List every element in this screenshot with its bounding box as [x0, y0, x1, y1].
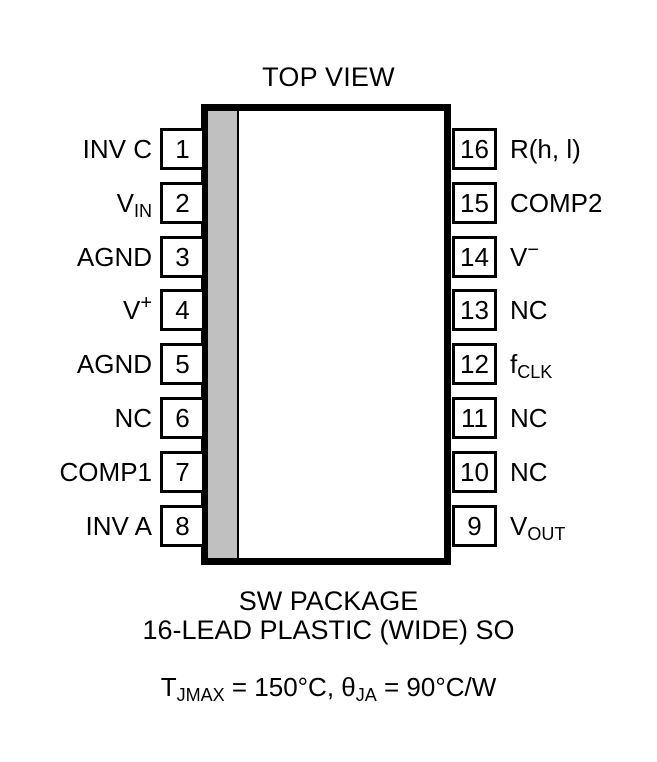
pin-box-9[interactable]: 9: [452, 505, 497, 547]
pin-label-2-subscript: IN: [134, 201, 152, 221]
ic-package-body: [201, 104, 451, 565]
pin-row-9: 9 VOUT: [452, 505, 657, 547]
pin-label-6: NC: [114, 403, 152, 433]
pin-row-6: NC 6: [0, 397, 205, 439]
pin-box-5[interactable]: 5: [160, 343, 205, 385]
pin-row-13: 13 NC: [452, 289, 657, 331]
pin-label-11: NC: [510, 403, 548, 433]
pin-row-3: AGND 3: [0, 236, 205, 278]
pin-row-7: COMP1 7: [0, 451, 205, 493]
pin-box-7[interactable]: 7: [160, 451, 205, 493]
pin-row-2: VIN 2: [0, 182, 205, 224]
pin-row-8: INV A 8: [0, 505, 205, 547]
pin-label-2-main: V: [116, 188, 134, 218]
pin-label-1: INV C: [82, 134, 152, 164]
page-title: TOP VIEW: [262, 62, 395, 92]
pin-label-14-main: V: [510, 242, 528, 272]
pin-label-15: COMP2: [510, 188, 603, 218]
thermal-tj-symbol: T: [160, 672, 177, 702]
pin-box-3[interactable]: 3: [160, 236, 205, 278]
pin-label-4-superscript: +: [140, 292, 152, 314]
pin-label-14-superscript: −: [527, 239, 540, 261]
pin-box-4[interactable]: 4: [160, 289, 205, 331]
pin-box-14[interactable]: 14: [452, 236, 497, 278]
pin-row-1: INV C 1: [0, 128, 205, 170]
pin-label-9: VOUT: [510, 505, 565, 547]
pin-label-12-subscript: CLK: [517, 362, 553, 382]
caption-package-description: 16-LEAD PLASTIC (WIDE) SO: [142, 615, 515, 645]
pin-label-5: AGND: [76, 349, 152, 379]
pin-label-2: VIN: [117, 182, 152, 224]
pin-row-16: 16 R(h, l): [452, 128, 657, 170]
pin-row-4: V+ 4: [0, 289, 205, 331]
caption-package-name: SW PACKAGE: [238, 586, 419, 616]
thermal-theta-value: = 90°C/W: [376, 672, 497, 702]
pin-label-12: fCLK: [510, 343, 552, 385]
thermal-tj-value: = 150°C,: [224, 672, 342, 702]
pin-label-3: AGND: [76, 242, 152, 272]
pin-label-8: INV A: [85, 511, 152, 541]
pin-row-12: 12 fCLK: [452, 343, 657, 385]
pin-label-9-subscript: OUT: [527, 524, 566, 544]
pin-box-1[interactable]: 1: [160, 128, 205, 170]
pin-box-8[interactable]: 8: [160, 505, 205, 547]
pin-box-2[interactable]: 2: [160, 182, 205, 224]
pin-row-5: AGND 5: [0, 343, 205, 385]
pin-label-4-main: V: [122, 295, 141, 325]
pin-label-14: V−: [510, 236, 539, 278]
pin-label-9-main: V: [510, 511, 528, 541]
pin-label-7: COMP1: [59, 457, 152, 487]
thermal-theta-symbol: θ: [341, 672, 356, 702]
thermal-tj-subscript: JMAX: [176, 685, 225, 705]
pin-label-4: V+: [123, 289, 152, 331]
pin-row-10: 10 NC: [452, 451, 657, 493]
pin-label-13: NC: [510, 295, 548, 325]
pin-box-13[interactable]: 13: [452, 289, 497, 331]
pin-box-6[interactable]: 6: [160, 397, 205, 439]
pin-row-15: 15 COMP2: [452, 182, 657, 224]
pin-box-10[interactable]: 10: [452, 451, 497, 493]
pin-box-15[interactable]: 15: [452, 182, 497, 224]
pin-box-11[interactable]: 11: [452, 397, 497, 439]
thermal-theta-subscript: JA: [355, 685, 377, 705]
caption-thermal-spec: TJMAX = 150°C, θJA = 90°C/W: [0, 672, 657, 705]
pin-row-11: 11 NC: [452, 397, 657, 439]
package-pin1-notch-strip: [208, 111, 239, 558]
pin-label-16: R(h, l): [510, 134, 581, 164]
pin-label-12-main: f: [510, 349, 518, 379]
pin-row-14: 14 V−: [452, 236, 657, 278]
pin-box-12[interactable]: 12: [452, 343, 497, 385]
pin-box-16[interactable]: 16: [452, 128, 497, 170]
pin-label-10: NC: [510, 457, 548, 487]
